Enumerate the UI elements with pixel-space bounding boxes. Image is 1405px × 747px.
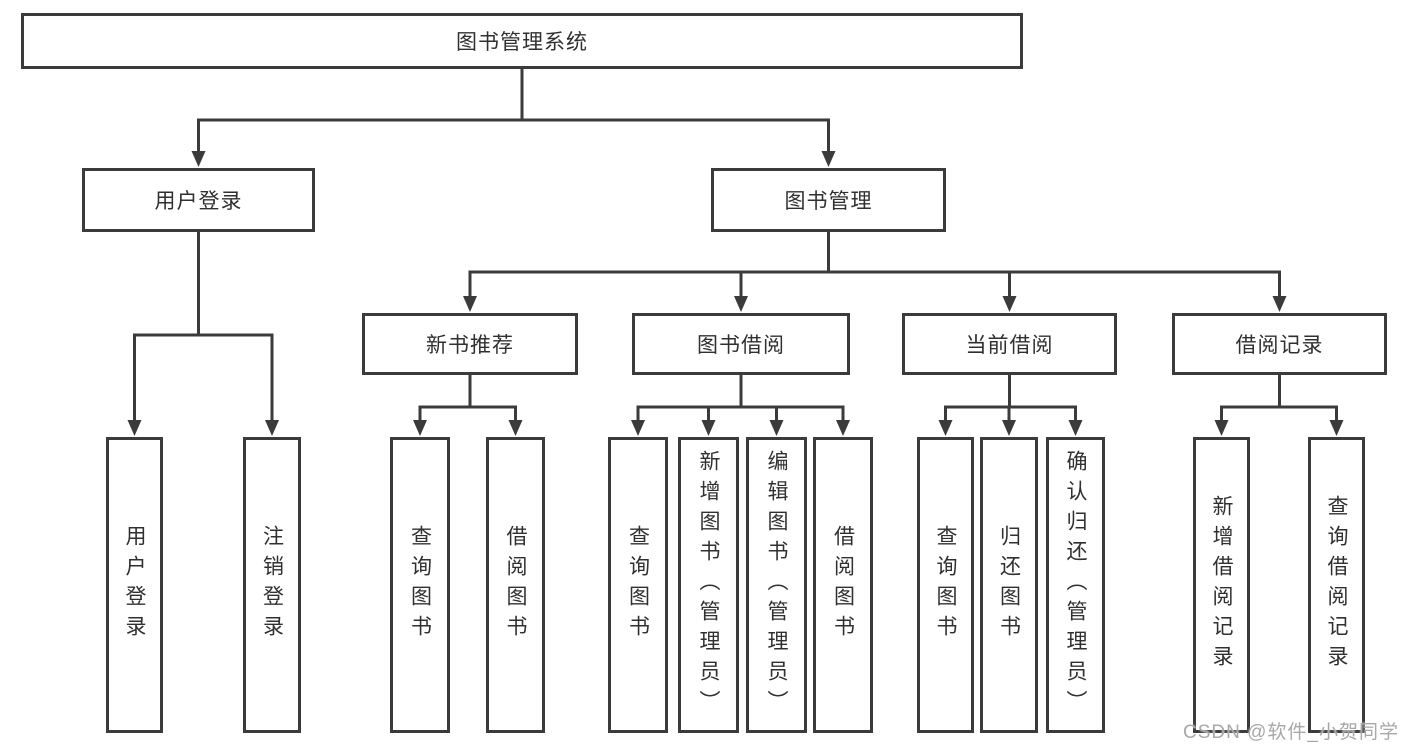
connector-user-login-to-leaves bbox=[127, 230, 279, 436]
leaf-label: 新增图书（管理员） bbox=[697, 450, 720, 720]
leaf-label: 借阅图书 bbox=[831, 525, 855, 645]
leaf-label: 查询图书 bbox=[408, 525, 432, 645]
connector-line bbox=[197, 67, 830, 154]
arrowhead bbox=[413, 420, 427, 436]
connector-line bbox=[944, 373, 1077, 423]
arrowhead bbox=[938, 420, 953, 436]
node-new-book-recommendation: 新书推荐 bbox=[362, 313, 578, 375]
leaf-label: 查询图书 bbox=[934, 525, 957, 645]
arrowhead bbox=[265, 420, 279, 436]
connector-line bbox=[468, 230, 1281, 299]
node-current-borrowing: 当前借阅 bbox=[902, 313, 1117, 375]
connector-line bbox=[133, 230, 274, 423]
node-book-borrowing: 图书借阅 bbox=[632, 313, 850, 375]
csdn-watermark: CSDN @软件_小贺同学 bbox=[1183, 722, 1399, 743]
leaf-label: 确认归还（管理员） bbox=[1064, 450, 1087, 720]
leaf-label: 借阅图书 bbox=[504, 525, 527, 645]
arrowhead bbox=[821, 151, 836, 167]
connector-book-mgmt-to-level3 bbox=[463, 230, 1287, 312]
connector-borrow-record-to-leaves bbox=[1214, 373, 1344, 436]
arrowhead bbox=[1002, 420, 1016, 436]
arrowhead bbox=[1329, 420, 1344, 436]
leaf-label: 用户登录 bbox=[123, 525, 146, 645]
leaf-confirm-return-admin: 确认归还（管理员） bbox=[1046, 437, 1105, 733]
leaf-return-books: 归还图书 bbox=[980, 437, 1038, 733]
node-borrowing-records: 借阅记录 bbox=[1172, 313, 1387, 375]
arrowhead bbox=[1002, 296, 1017, 312]
arrowhead bbox=[769, 420, 784, 436]
leaf-label: 新增借阅记录 bbox=[1210, 495, 1233, 675]
arrowhead bbox=[631, 420, 645, 436]
connector-new-book-to-leaves bbox=[413, 373, 523, 436]
arrowhead bbox=[191, 151, 206, 167]
leaf-logout: 注销登录 bbox=[243, 437, 301, 733]
connector-root-to-level2 bbox=[191, 67, 836, 167]
leaf-label: 注销登录 bbox=[260, 525, 284, 645]
arrowhead bbox=[836, 420, 850, 436]
leaf-borrow-books-recommend: 借阅图书 bbox=[486, 437, 545, 733]
leaf-add-borrow-record: 新增借阅记录 bbox=[1193, 437, 1250, 733]
leaf-add-book-admin: 新增图书（管理员） bbox=[678, 437, 739, 733]
leaf-label: 编辑图书（管理员） bbox=[765, 450, 788, 720]
leaf-query-books-borrow: 查询图书 bbox=[608, 437, 668, 733]
node-book-management: 图书管理 bbox=[711, 168, 946, 232]
connector-line bbox=[1220, 373, 1338, 423]
arrowhead bbox=[701, 420, 716, 436]
arrowhead bbox=[1272, 296, 1287, 312]
leaf-user-login: 用户登录 bbox=[106, 437, 163, 733]
leaf-query-books-current: 查询图书 bbox=[917, 437, 974, 733]
node-user-login: 用户登录 bbox=[82, 168, 315, 232]
arrowhead bbox=[734, 296, 748, 312]
arrowhead bbox=[127, 420, 142, 436]
leaf-label: 查询图书 bbox=[626, 525, 650, 645]
arrowhead bbox=[1068, 420, 1083, 436]
node-library-management-system: 图书管理系统 bbox=[21, 13, 1023, 69]
leaf-borrow-books: 借阅图书 bbox=[813, 437, 873, 733]
connector-book-borrow-to-leaves bbox=[631, 373, 850, 436]
leaf-label: 查询借阅记录 bbox=[1325, 495, 1348, 675]
arrowhead bbox=[508, 420, 523, 436]
connector-current-borrow-to-leaves bbox=[938, 373, 1083, 436]
leaf-label: 归还图书 bbox=[997, 525, 1021, 645]
leaf-query-books-recommend: 查询图书 bbox=[390, 437, 450, 733]
arrowhead bbox=[1214, 420, 1229, 436]
connector-line bbox=[418, 373, 517, 423]
connector-line bbox=[636, 373, 845, 423]
arrowhead bbox=[463, 296, 477, 312]
leaf-query-borrow-record: 查询借阅记录 bbox=[1308, 437, 1365, 733]
leaf-edit-book-admin: 编辑图书（管理员） bbox=[746, 437, 807, 733]
